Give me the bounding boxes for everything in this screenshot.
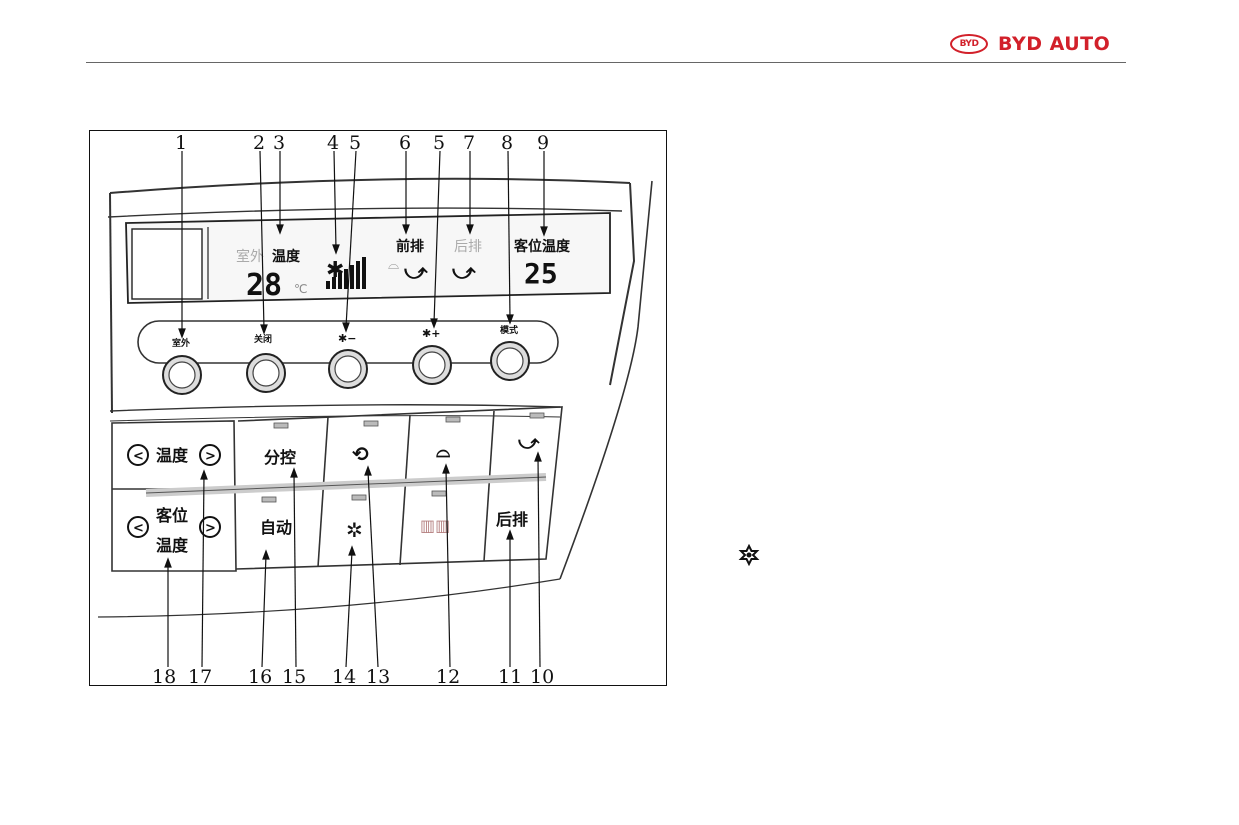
passenger-label-line1: 客位 — [156, 506, 188, 525]
temp-button-label: 温度 — [155, 446, 189, 465]
snowflake-icon[interactable]: ✲ — [346, 518, 363, 542]
knob-off-label: 关闭 — [254, 333, 272, 345]
brand-name: BYD AUTO — [998, 33, 1111, 55]
knob-mode-label: 模式 — [500, 324, 518, 336]
callout-5: 5 — [349, 132, 361, 154]
snowflake-icon — [738, 544, 760, 566]
auto-button[interactable]: 自动 — [260, 518, 292, 537]
outside-temp-value: 28 — [246, 268, 282, 303]
rear-vent-icon: ⤻ — [452, 260, 476, 285]
passenger-temp-label: 客位温度 — [513, 238, 571, 255]
knob-mode[interactable]: 模式 — [490, 324, 530, 381]
knob-off[interactable]: 关闭 — [246, 333, 286, 393]
rear-button[interactable]: 后排 — [496, 510, 528, 529]
byd-logo-mark: BYD — [950, 34, 988, 54]
leader-lines — [164, 150, 548, 668]
chevron-left-icon: < — [133, 449, 144, 464]
passenger-temp-down-button[interactable] — [127, 516, 149, 538]
lcd-display: 室外 温度 28 ℃ ✱ 前排 ⌓ ⤻ 后排 ⤻ 客位温度 25 — [125, 212, 611, 304]
indicator-leds — [261, 412, 545, 503]
fan-level-bars — [326, 257, 366, 289]
knob-outside[interactable]: 室外 — [162, 337, 202, 395]
temp-unit: ℃ — [294, 282, 307, 296]
knobs[interactable]: 室外 关闭 ✱− ✱+ 模式 — [162, 324, 530, 395]
button-grid — [111, 406, 563, 572]
callout-10: 10 — [530, 666, 554, 686]
front-vent-icon: ⤻ — [404, 260, 428, 285]
callout-9: 9 — [537, 132, 549, 154]
callout-8: 8 — [501, 132, 513, 154]
callout-11: 11 — [498, 666, 522, 686]
knob-fan-minus[interactable]: ✱− — [328, 332, 368, 389]
temp-label: 温度 — [272, 248, 301, 265]
knob-outside-label: 室外 — [172, 337, 190, 349]
callout-14: 14 — [332, 666, 356, 686]
callout-1: 1 — [175, 132, 187, 154]
face-vent-icon[interactable]: ⤻ — [518, 430, 540, 454]
climate-control-figure: 室外 温度 28 ℃ ✱ 前排 ⌓ ⤻ 后排 ⤻ 客位温度 25 — [89, 130, 667, 686]
passenger-temp-up-button[interactable] — [199, 516, 221, 538]
temp-up-button[interactable] — [199, 444, 221, 466]
recirculation-icon[interactable]: ⟲ — [352, 442, 369, 466]
outside-label: 室外 — [236, 248, 264, 265]
temp-buttons[interactable]: < 温度 > < 客位 温度 > — [127, 444, 221, 555]
callout-4: 4 — [327, 132, 339, 154]
fan-plus-icon: ✱+ — [422, 327, 440, 340]
fan-minus-icon: ✱− — [338, 332, 356, 345]
header-rule — [86, 62, 1126, 63]
callout-2: 2 — [253, 132, 265, 154]
chevron-right-icon: > — [205, 449, 216, 464]
callout-13: 13 — [366, 666, 390, 686]
split-button[interactable]: 分控 — [264, 448, 296, 467]
callout-17: 17 — [188, 666, 212, 686]
front-label: 前排 — [396, 238, 424, 255]
byd-logo: BYD BYD AUTO — [950, 31, 1110, 57]
callout-16: 16 — [248, 666, 272, 686]
passenger-label-line2: 温度 — [155, 536, 189, 555]
callouts-bottom: 18 17 16 15 14 13 12 11 10 — [152, 666, 554, 686]
panel-outline — [97, 177, 653, 618]
callout-15: 15 — [282, 666, 306, 686]
rear-defrost-icon[interactable]: ▥▥ — [420, 516, 450, 535]
front-defrost-icon[interactable]: ⌓ — [436, 441, 450, 462]
knob-fan-plus[interactable]: ✱+ — [412, 327, 452, 385]
callouts-top: 1 2 3 4 5 6 5 7 8 9 — [175, 132, 549, 154]
temp-down-button[interactable] — [127, 444, 149, 466]
passenger-temp-value: 25 — [524, 257, 558, 290]
callout-3: 3 — [273, 132, 285, 154]
callout-7: 7 — [463, 132, 475, 154]
callout-18: 18 — [152, 666, 176, 686]
rear-label: 后排 — [454, 239, 482, 255]
chevron-left-icon: < — [133, 521, 144, 536]
callout-6: 6 — [399, 132, 411, 154]
callout-12: 12 — [436, 666, 460, 686]
callout-5b: 5 — [433, 132, 445, 154]
windshield-icon: ⌓ — [388, 257, 399, 273]
function-buttons[interactable]: 分控 ⟲ ⌓ ⤻ 自动 ✲ ▥▥ 后排 — [260, 430, 540, 542]
chevron-right-icon: > — [205, 521, 216, 536]
